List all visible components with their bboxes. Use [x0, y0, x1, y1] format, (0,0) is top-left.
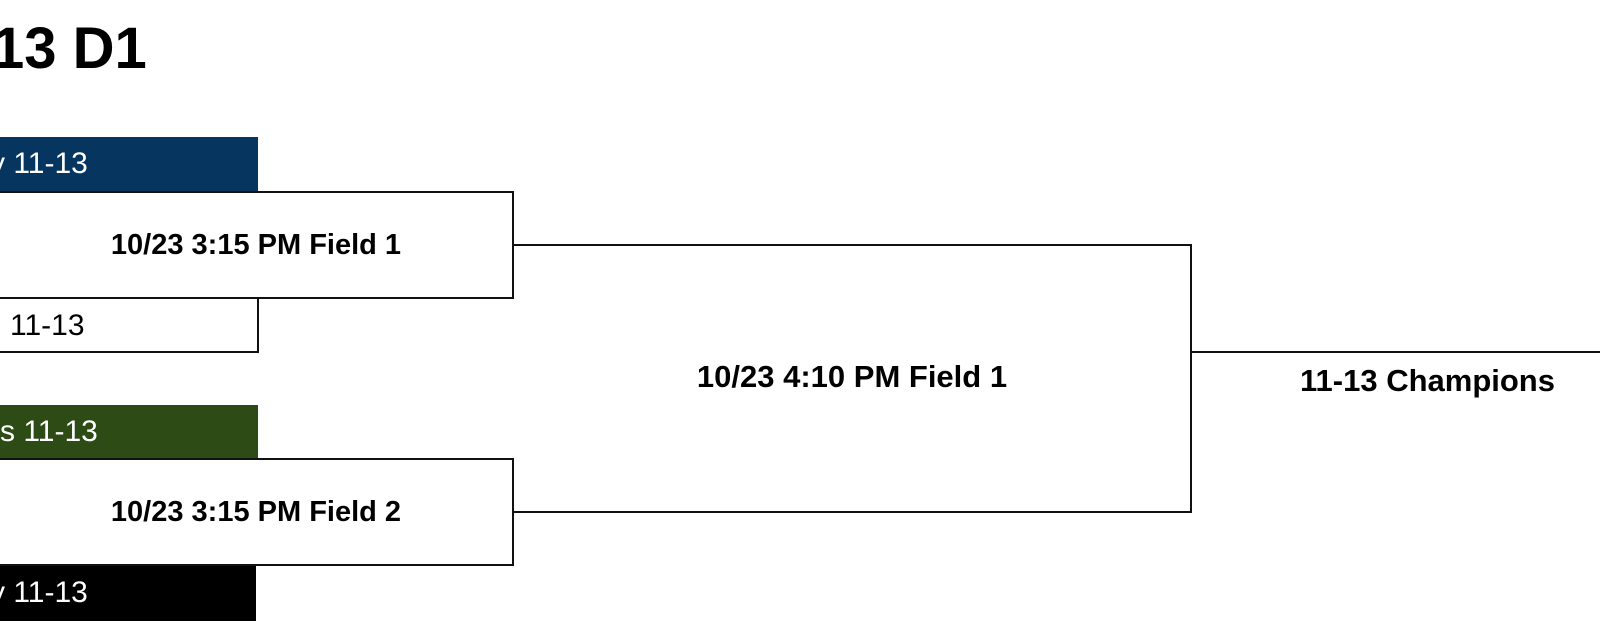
team-slot-2-label: 11-13	[10, 309, 85, 342]
team-slot-4-label: y 11-13	[0, 576, 88, 609]
connector-game-2-to-final	[514, 511, 1192, 513]
champion-label[interactable]: 11-13 Champions	[1300, 363, 1555, 398]
team-slot-3[interactable]: rs 11-13	[0, 405, 258, 459]
game-2-label: 10/23 3:15 PM Field 2	[110, 495, 402, 528]
connector-final-vertical	[1190, 244, 1192, 513]
game-2-box[interactable]: 10/23 3:15 PM Field 2	[0, 458, 514, 566]
team-slot-2[interactable]: 11-13	[0, 299, 259, 353]
connector-game-1-to-final	[514, 244, 1192, 246]
connector-final-to-champion	[1190, 351, 1600, 353]
team-slot-3-label: rs 11-13	[0, 415, 98, 448]
final-game-label[interactable]: 10/23 4:10 PM Field 1	[696, 359, 1008, 394]
team-slot-1-label: y 11-13	[0, 147, 88, 180]
team-slot-1[interactable]: y 11-13	[0, 137, 258, 191]
game-1-label: 10/23 3:15 PM Field 1	[110, 228, 402, 261]
bracket-title: 13 D1	[0, 16, 147, 81]
game-1-box[interactable]: 10/23 3:15 PM Field 1	[0, 191, 514, 299]
team-slot-4[interactable]: y 11-13	[0, 566, 256, 621]
